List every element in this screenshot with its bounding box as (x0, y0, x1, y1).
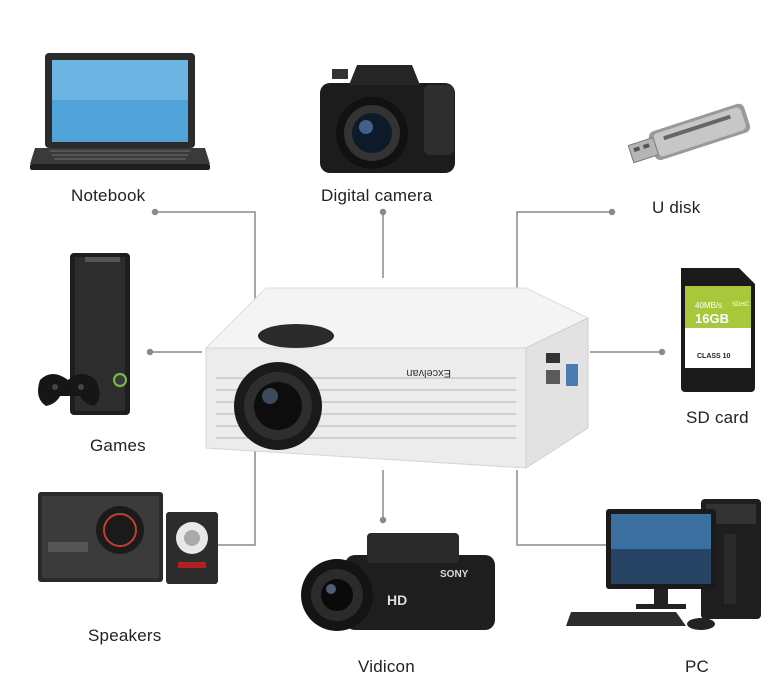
svg-text:CLASS 10: CLASS 10 (697, 353, 731, 360)
projector-icon: Excelvan (196, 278, 596, 478)
device-label-notebook: Notebook (71, 186, 146, 205)
device-label-games: Games (90, 436, 146, 455)
usb-drive-icon (620, 90, 760, 180)
dslr-camera-icon (312, 55, 462, 180)
speakers-icon (38, 492, 223, 592)
svg-text:16GB: 16GB (695, 311, 729, 326)
device-label-vidicon: Vidicon (358, 657, 415, 676)
svg-text:Excelvan: Excelvan (406, 367, 451, 379)
sd-card-icon: 40MB/s 16GB SDHC CLASS 10 (677, 268, 759, 392)
svg-text:40MB/s: 40MB/s (695, 301, 722, 310)
device-label-u-disk: U disk (652, 198, 701, 217)
camcorder-icon: HD SONY (295, 525, 505, 640)
svg-text:SDHC: SDHC (732, 302, 750, 308)
device-label-speakers: Speakers (88, 626, 162, 645)
svg-text:SONY: SONY (440, 569, 469, 580)
desktop-pc-icon (566, 494, 766, 644)
device-label-pc: PC (685, 657, 710, 676)
device-label-digital-camera: Digital camera (321, 186, 433, 205)
svg-text:HD: HD (387, 592, 407, 608)
laptop-icon (30, 48, 210, 178)
device-label-sd-card: SD card (686, 408, 749, 427)
game-console-icon (35, 245, 150, 425)
